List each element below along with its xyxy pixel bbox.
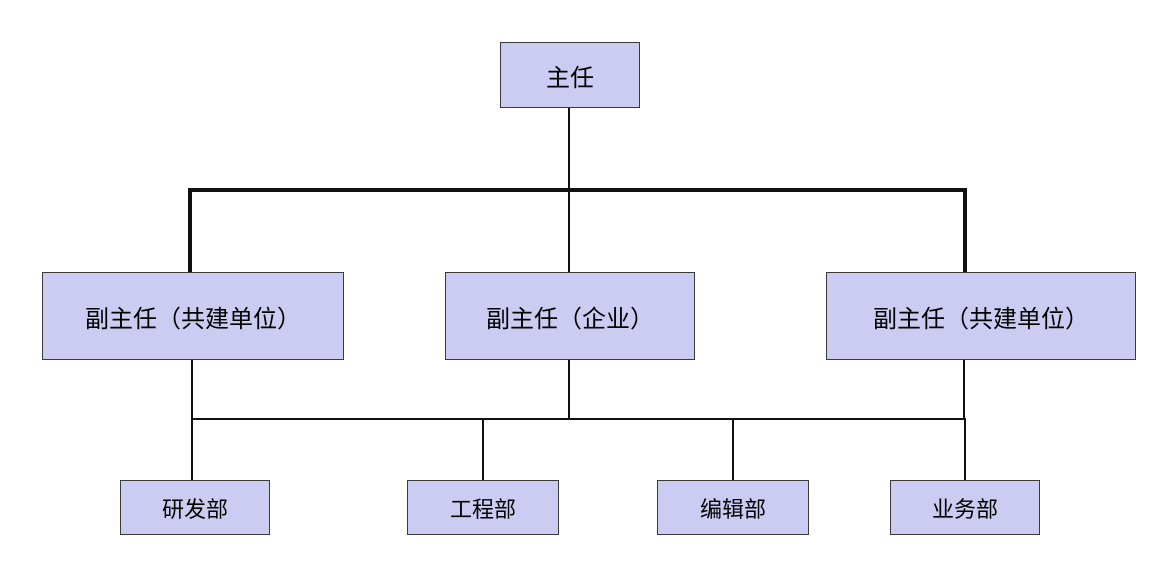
org-node-engineering-dept-label: 工程部 — [449, 496, 516, 522]
org-node-business-dept: 业务部 — [890, 480, 1040, 535]
connector-bottom-bus — [191, 418, 965, 420]
connector-deputy3-drop — [963, 358, 965, 420]
connector-left-riser — [188, 188, 192, 274]
org-node-deputy-left-label: 副主任（共建单位） — [85, 305, 301, 333]
org-node-rd-dept-label: 研发部 — [161, 496, 228, 522]
connector-deputy1-drop — [191, 358, 193, 420]
org-node-engineering-dept: 工程部 — [407, 480, 559, 535]
connector-dept4-drop — [964, 418, 966, 481]
org-node-director-label: 主任 — [546, 64, 594, 92]
org-node-business-dept-label: 业务部 — [931, 496, 998, 522]
org-node-editorial-dept: 编辑部 — [657, 480, 809, 535]
org-node-deputy-coconstruction-left: 副主任（共建单位） — [42, 272, 344, 360]
org-node-deputy-right-label: 副主任（共建单位） — [873, 305, 1089, 333]
connector-dept3-drop — [732, 418, 734, 481]
connector-deputy2-drop — [568, 358, 570, 420]
org-node-director: 主任 — [500, 42, 640, 108]
connector-top-bus — [188, 188, 967, 192]
connector-right-riser — [963, 188, 967, 274]
org-node-deputy-enterprise: 副主任（企业） — [445, 272, 695, 360]
org-node-editorial-dept-label: 编辑部 — [699, 496, 766, 522]
connector-dept1-drop — [191, 418, 193, 481]
org-node-deputy-enterprise-label: 副主任（企业） — [486, 305, 654, 333]
connector-dept2-drop — [482, 418, 484, 481]
org-node-rd-dept: 研发部 — [120, 480, 270, 535]
org-node-deputy-coconstruction-right: 副主任（共建单位） — [826, 272, 1136, 360]
